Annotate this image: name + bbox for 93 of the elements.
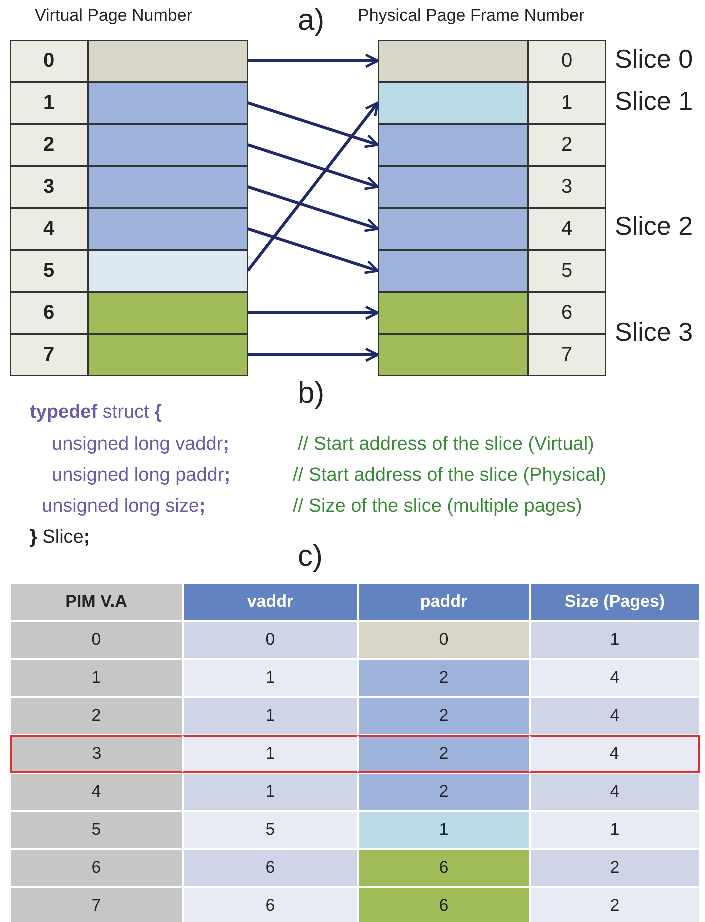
table-cell: 2: [358, 735, 530, 773]
table-cell: 4: [530, 773, 700, 811]
table-cell: 1: [183, 773, 358, 811]
table-cell: 0: [183, 621, 358, 659]
table-cell: 2: [358, 697, 530, 735]
page-number: 5: [528, 250, 606, 292]
page-row: [10, 208, 248, 250]
table-cell: 7: [10, 887, 183, 922]
table-cell: 2: [530, 887, 700, 922]
page-number: 7: [10, 334, 88, 376]
table-cell: 6: [358, 887, 530, 922]
code-comment: // Start address of the slice (Physical): [293, 465, 607, 487]
table-cell: 2: [358, 773, 530, 811]
arrow: [248, 228, 380, 274]
table-cell: 2: [10, 697, 183, 735]
page-number: 7: [528, 334, 606, 376]
arrow: [248, 186, 380, 232]
arrow: [248, 144, 380, 190]
page-row: [378, 40, 606, 82]
table-cell: 1: [183, 735, 358, 773]
table-cell: 1: [10, 659, 183, 697]
table-cell: 1: [358, 811, 530, 849]
page-row: [378, 250, 606, 292]
table-cell: 3: [10, 735, 183, 773]
code-line: unsigned long paddr;: [52, 465, 231, 487]
table-cell: 5: [183, 811, 358, 849]
header-cell: paddr: [358, 583, 530, 621]
page-row: [378, 334, 606, 376]
code-comment: // Size of the slice (multiple pages): [293, 496, 582, 518]
page-row: [10, 40, 248, 82]
arrow: [248, 102, 380, 148]
column-heading: Physical Page Frame Number: [358, 6, 585, 26]
page-number: 6: [528, 292, 606, 334]
page-number: 5: [10, 250, 88, 292]
code-comment: // Start address of the slice (Virtual): [298, 434, 594, 456]
header-cell: vaddr: [183, 583, 358, 621]
page-row: [378, 208, 606, 250]
page-number: 2: [528, 124, 606, 166]
page-number: 0: [528, 40, 606, 82]
table-cell: 4: [530, 697, 700, 735]
slice-label: Slice 2: [615, 211, 694, 242]
code-line: unsigned long vaddr;: [52, 434, 230, 456]
table-cell: 1: [183, 659, 358, 697]
page-number: 6: [10, 292, 88, 334]
page-number: 2: [10, 124, 88, 166]
code-line: } Slice;: [30, 527, 90, 549]
header-cell: Size (Pages): [530, 583, 700, 621]
arrow: [248, 306, 380, 320]
page-row: [10, 166, 248, 208]
table-cell: 6: [358, 849, 530, 887]
table-cell: 1: [183, 697, 358, 735]
page-row: [10, 124, 248, 166]
page-row: [10, 82, 248, 124]
arrow: [248, 348, 380, 362]
slice-label: Slice 3: [615, 317, 694, 348]
table-cell: 4: [10, 773, 183, 811]
page-row: [378, 292, 606, 334]
table-cell: 6: [183, 887, 358, 922]
panel-label: c): [298, 540, 323, 574]
page-number: 3: [10, 166, 88, 208]
panel-label: b): [298, 377, 325, 411]
code-line: unsigned long size;: [42, 496, 206, 518]
arrow: [248, 54, 380, 68]
header-cell: PIM V.A: [10, 583, 183, 621]
table-cell: 4: [530, 735, 700, 773]
table-cell: 2: [358, 659, 530, 697]
table-cell: 6: [183, 849, 358, 887]
table-cell: 1: [530, 621, 700, 659]
page-row: [10, 334, 248, 376]
page-number: 3: [528, 166, 606, 208]
table-cell: 0: [358, 621, 530, 659]
page-number: 1: [528, 82, 606, 124]
page-row: [10, 250, 248, 292]
page-row: [378, 166, 606, 208]
table-cell: 2: [530, 849, 700, 887]
page-number: 1: [10, 82, 88, 124]
table-cell: 4: [530, 659, 700, 697]
table-cell: 6: [10, 849, 183, 887]
page-number: 4: [528, 208, 606, 250]
slice-label: Slice 1: [615, 86, 694, 117]
panel-label: a): [298, 4, 325, 38]
page-row: [10, 292, 248, 334]
table-cell: 0: [10, 621, 183, 659]
page-row: [378, 124, 606, 166]
column-heading: Virtual Page Number: [35, 6, 192, 26]
page-row: [378, 82, 606, 124]
arrow: [246, 102, 380, 272]
slice-label: Slice 0: [615, 44, 694, 75]
table-cell: 5: [10, 811, 183, 849]
page-number: 4: [10, 208, 88, 250]
page-number: 0: [10, 40, 88, 82]
table-cell: 1: [530, 811, 700, 849]
code-line: typedef struct {: [30, 402, 162, 424]
